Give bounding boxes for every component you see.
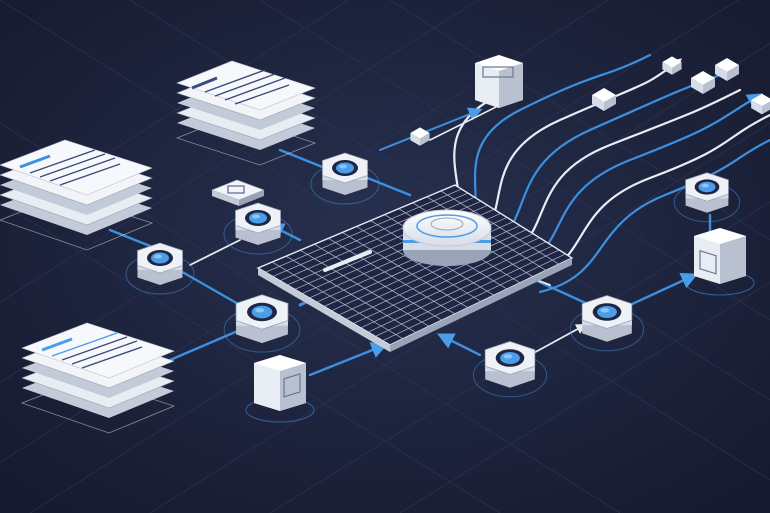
connector-line	[189, 239, 241, 266]
connector-line	[628, 273, 699, 307]
connector-line	[529, 323, 587, 356]
node-layer	[125, 152, 741, 398]
cube-layer	[410, 56, 770, 146]
hex-node-icon	[569, 295, 645, 352]
document-stack-icon	[20, 322, 176, 434]
data-cube-icon	[592, 88, 616, 111]
connector-line	[168, 328, 242, 362]
hex-node-icon	[310, 152, 380, 205]
processing-grid-icon	[256, 184, 574, 352]
document-stack-icon	[0, 139, 154, 251]
connector-line	[436, 333, 482, 357]
hex-node-icon	[125, 242, 195, 295]
data-cube-icon	[715, 58, 739, 81]
data-cube-icon	[751, 93, 770, 115]
hex-node-icon	[673, 172, 741, 223]
stream-line	[538, 138, 770, 294]
data-cube-icon	[410, 127, 430, 146]
central-hub-icon	[402, 209, 492, 266]
hex-node-icon	[223, 294, 301, 353]
server-unit-icon	[475, 55, 523, 108]
data-cube-icon	[691, 71, 715, 94]
connector-line	[308, 342, 389, 377]
connector-line	[358, 173, 412, 197]
data-cube-icon	[211, 179, 265, 206]
document-stack-icon	[175, 60, 317, 166]
server-unit-icon	[245, 355, 315, 423]
hex-node-icon	[472, 341, 548, 398]
connector-line	[379, 107, 483, 151]
hex-node-icon	[223, 202, 293, 255]
server-unit-icon	[685, 228, 755, 296]
data-cube-icon	[662, 56, 682, 75]
